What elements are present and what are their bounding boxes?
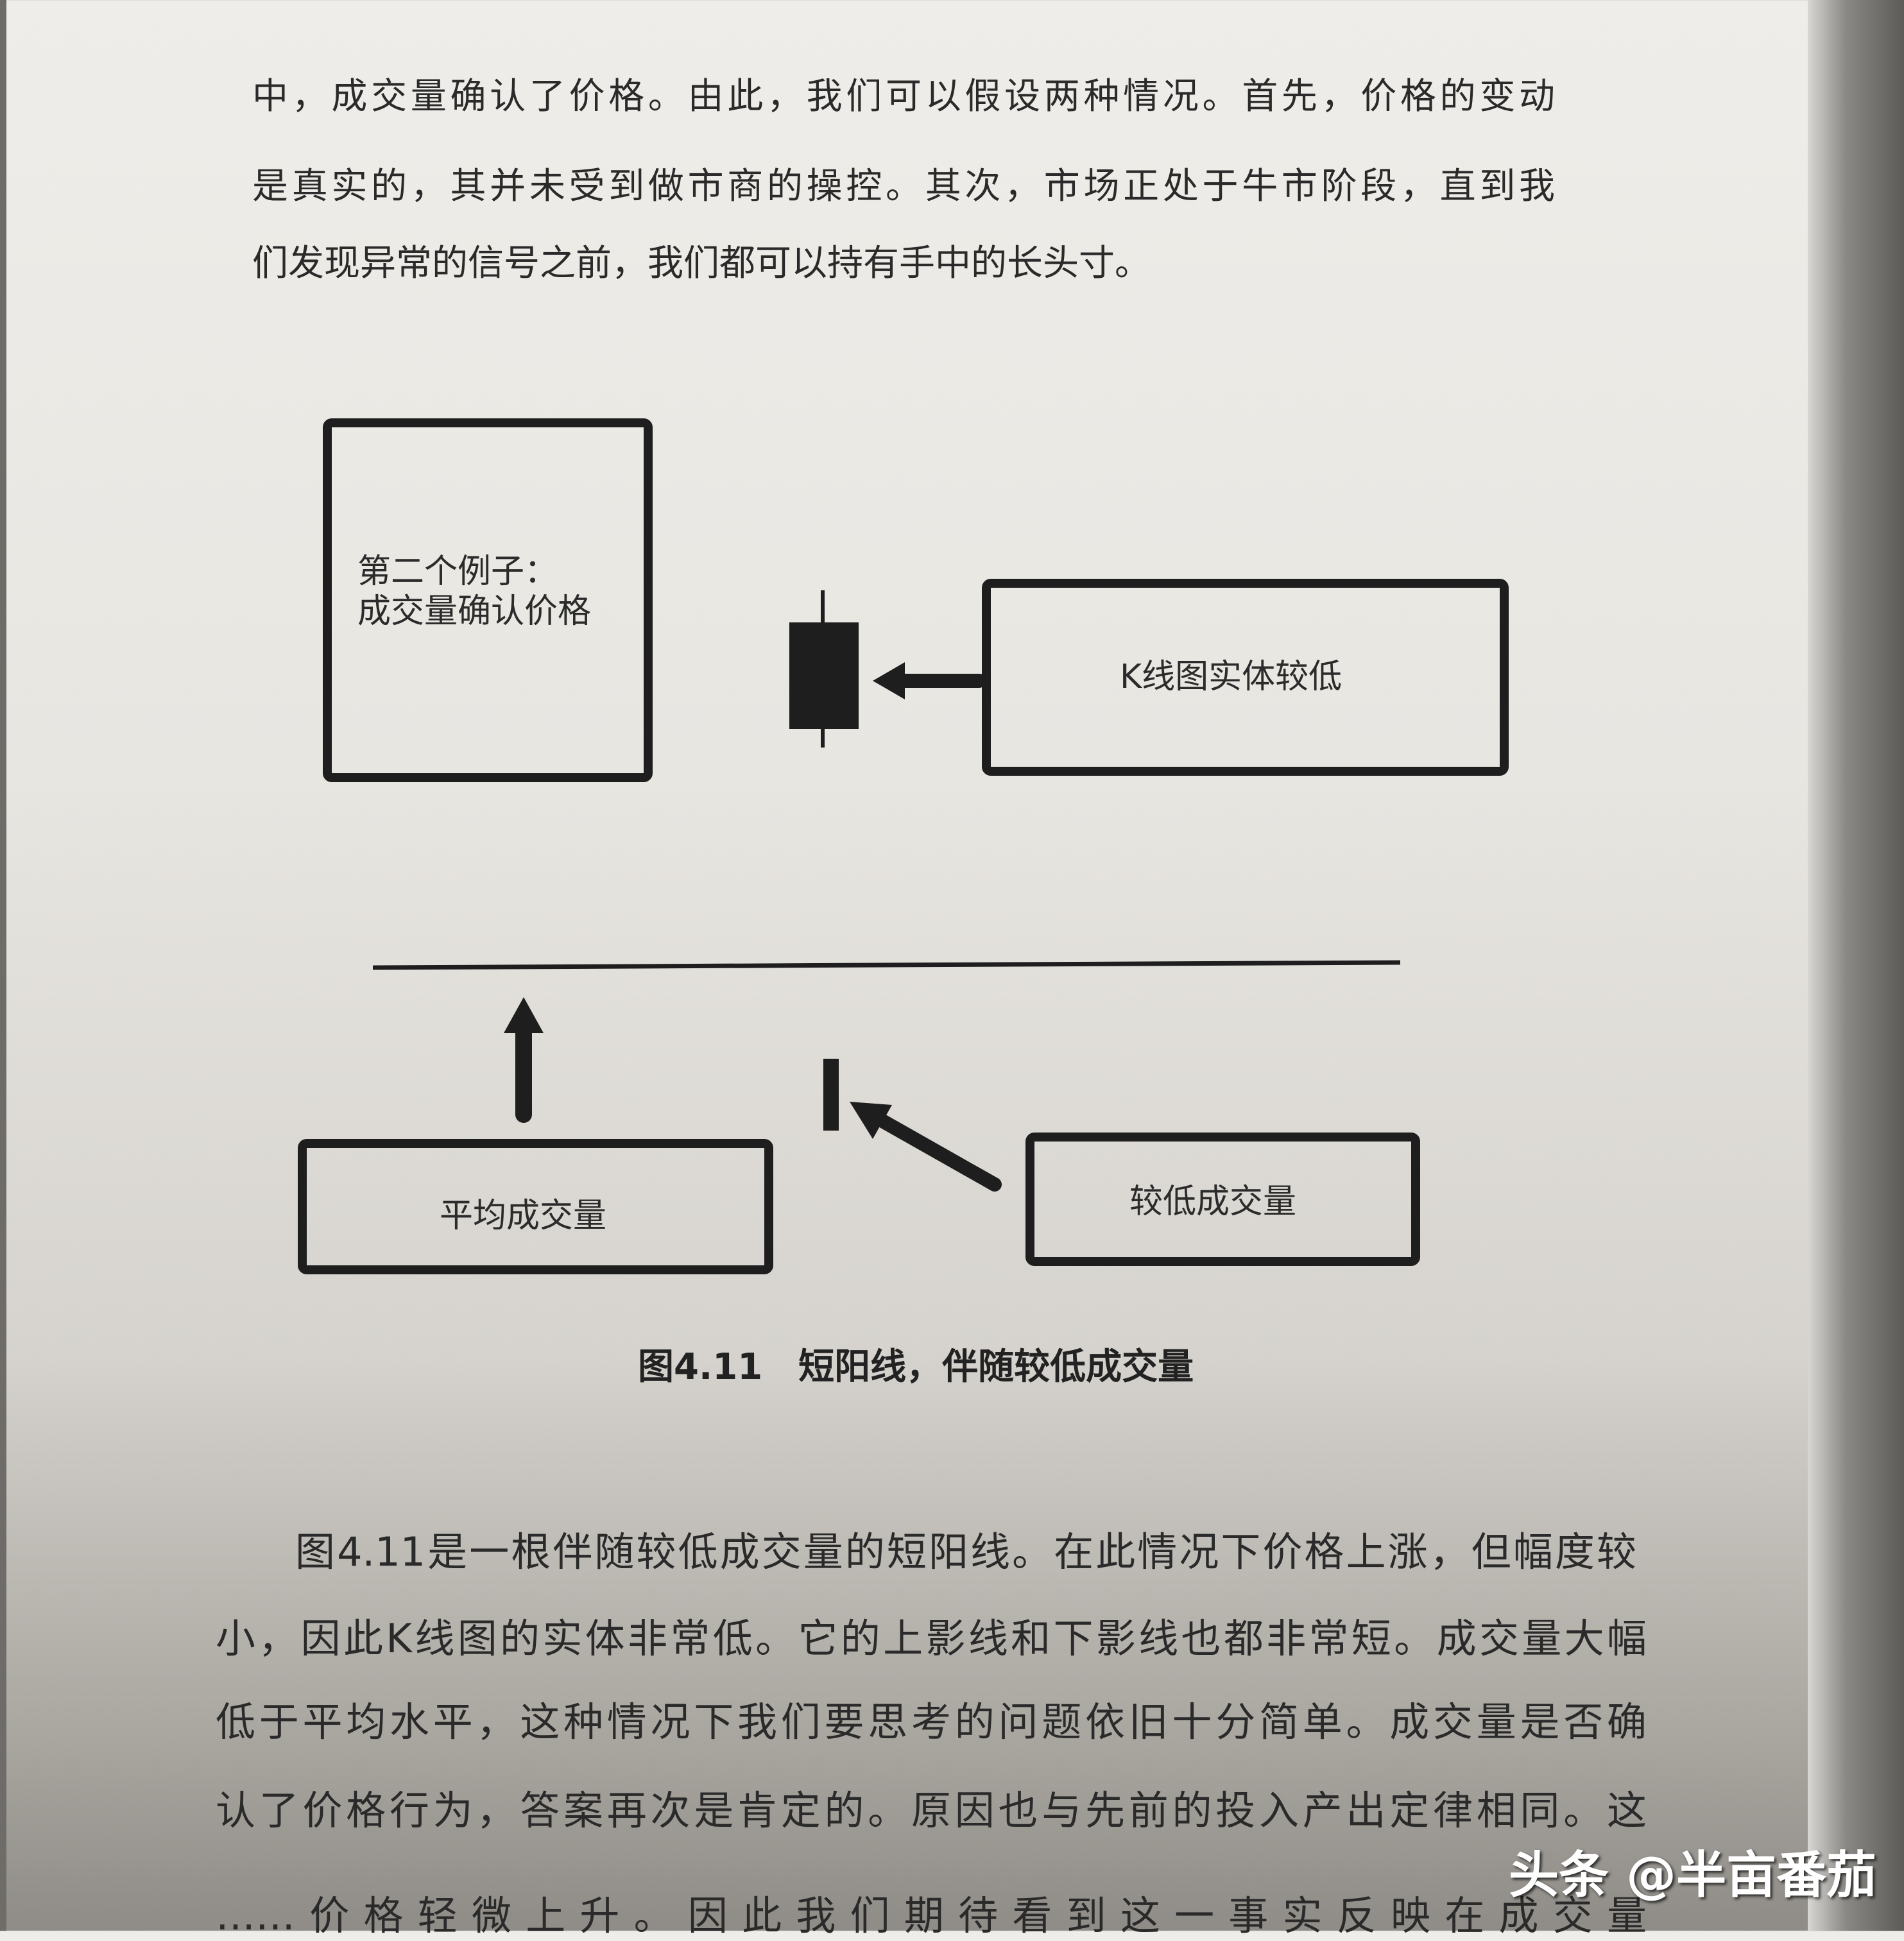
paragraph-2-line: ……价格轻微上升。因此我们期待看到这一事实反映在成交量 [216,1892,1647,1939]
page-edge-left [0,0,6,1931]
candle-label: K线图实体较低 [1120,658,1342,696]
paragraph-1-line: 中，成交量确认了价格。由此，我们可以假设两种情况。首先，价格的变动 [252,76,1555,117]
candle-label-box [982,579,1509,776]
average-volume-label: 平均成交量 [440,1197,607,1235]
volume-bar [823,1059,839,1131]
arrow-left-icon [873,662,986,699]
average-volume-box [298,1139,773,1274]
paragraph-1-line: 们发现异常的信号之前，我们都可以持有手中的长头寸。 [252,243,1151,284]
low-volume-label: 较低成交量 [1129,1183,1297,1221]
paragraph-2-line: 小，因此K线图的实体非常低。它的上影线和下影线也都非常短。成交量大幅 [216,1615,1647,1662]
candlestick-body [789,622,859,729]
figure-caption: 图4.11 短阳线，伴随较低成交量 [638,1346,1194,1388]
paragraph-2-line: 低于平均水平，这种情况下我们要思考的问题依旧十分简单。成交量是否确 [216,1698,1647,1745]
watermark: 头条 @半亩番茄 [1509,1847,1877,1904]
arrow-up-icon [504,997,544,1123]
example-box-title: 第二个例子： [357,552,558,591]
paragraph-1-line: 是真实的，其并未受到做市商的操控。其次，市场正处于牛市阶段，直到我 [252,166,1555,207]
arrow-up-left-icon [850,1102,1002,1192]
example-box-subtitle: 成交量确认价格 [357,592,592,631]
low-volume-box [1025,1133,1420,1266]
average-volume-line [372,960,1401,970]
paragraph-2-line: 图4.11是一根伴随较低成交量的短阳线。在此情况下价格上涨，但幅度较 [295,1528,1636,1575]
page-edge-right [1808,0,1904,1931]
example-box [323,418,653,782]
paragraph-2-line: 认了价格行为，答案再次是肯定的。原因也与先前的投入产出定律相同。这 [216,1787,1647,1834]
